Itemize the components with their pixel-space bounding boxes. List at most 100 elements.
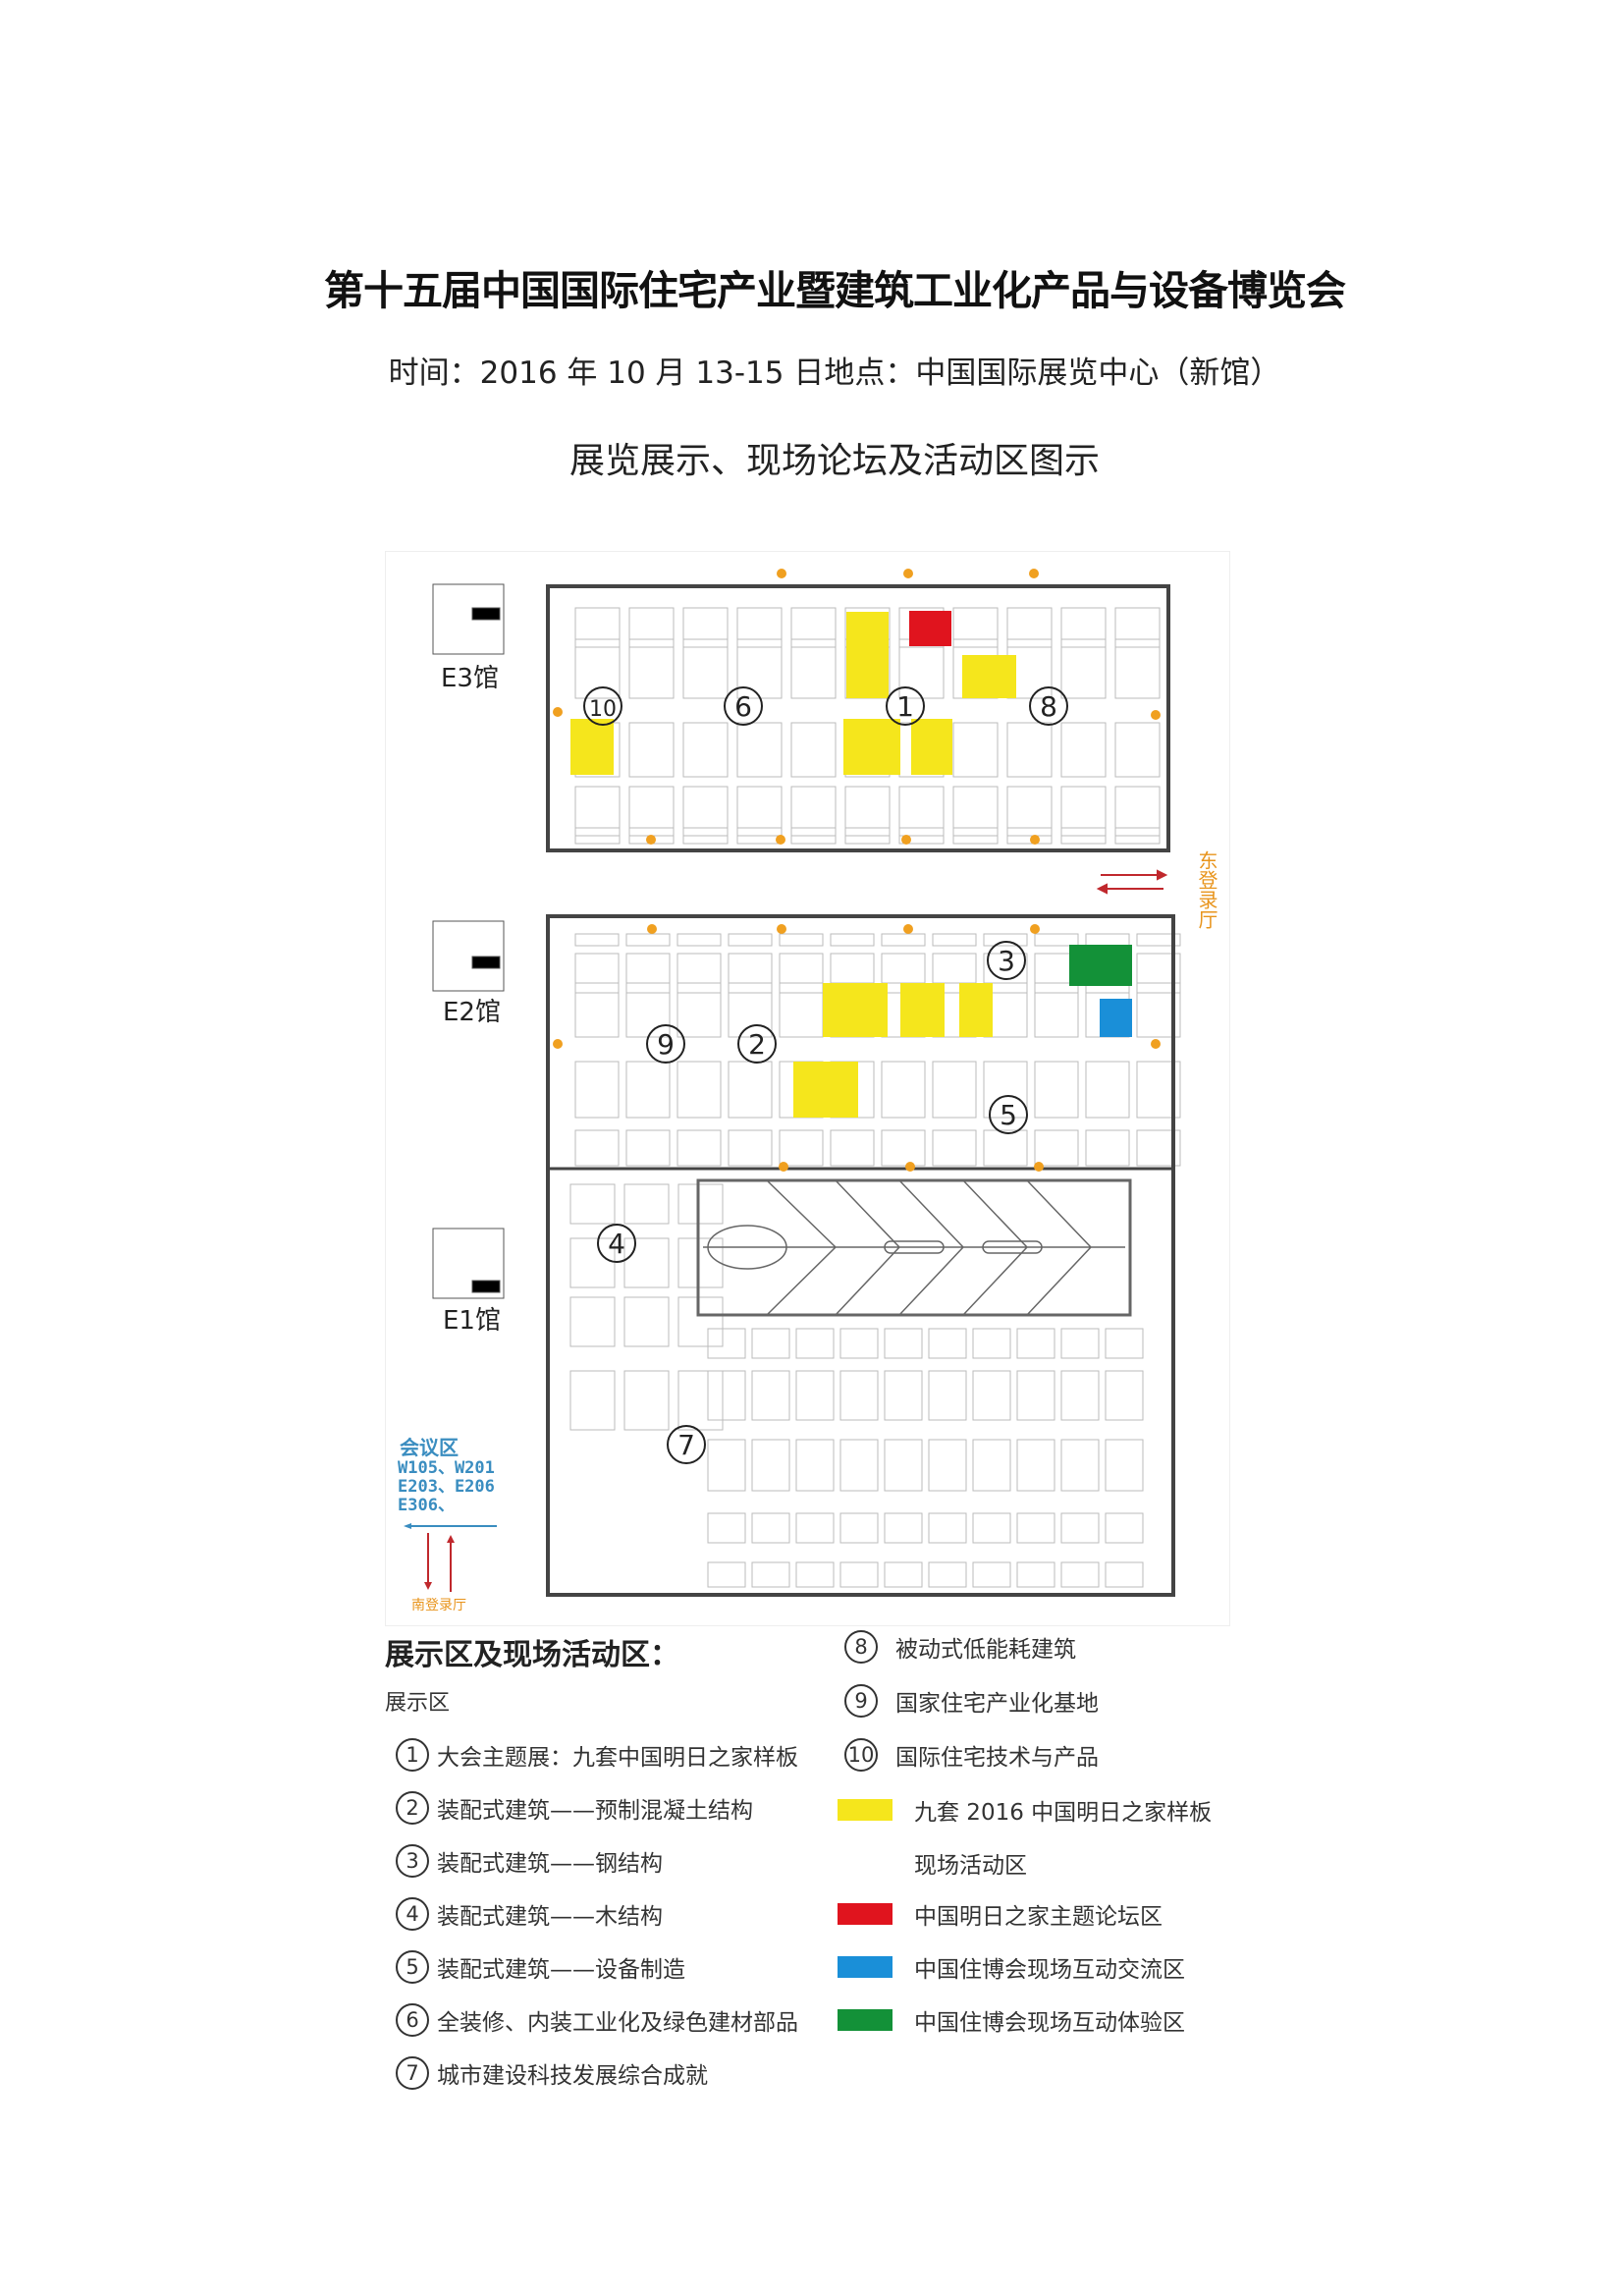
booth (779, 953, 824, 994)
booth (736, 786, 783, 837)
south-lobby-arrows (404, 1523, 497, 1592)
booth (1016, 1512, 1055, 1544)
yellow-zone (959, 983, 993, 1037)
booth (677, 1370, 724, 1431)
booth (574, 827, 621, 845)
zone-2-marker: 2 (748, 1028, 766, 1061)
entrance-marker-icon (646, 835, 656, 845)
color-swatch (838, 1956, 893, 1978)
hall-key-e1 (432, 1228, 505, 1299)
entrance-marker-icon (647, 924, 657, 934)
booth (983, 953, 1028, 994)
booth (676, 1061, 722, 1119)
booth (1114, 722, 1161, 778)
zone-7-marker: 7 (677, 1429, 695, 1461)
booth (795, 1512, 835, 1544)
booth (574, 1129, 620, 1167)
color-swatch (838, 1799, 893, 1821)
zone-label: 大会主题展：九套中国明日之家样板 (437, 1745, 798, 1771)
booth (779, 933, 824, 947)
meeting-rooms-2: E203、E206 (398, 1477, 495, 1497)
booth (623, 1183, 670, 1225)
booth (1034, 1061, 1079, 1119)
legend-color-item: 现场活动区 (838, 1846, 1027, 1880)
zone-number-badge: 7 (396, 2056, 429, 2090)
booth (569, 1370, 616, 1431)
booth (928, 1370, 967, 1421)
zone-10-circle (583, 686, 622, 726)
booth (682, 638, 729, 699)
booth (898, 786, 945, 837)
zone-3-marker: 3 (998, 945, 1015, 977)
booth (952, 722, 999, 778)
entrance-marker-icon (1151, 710, 1161, 720)
zone-label: 装配式建筑——设备制造 (437, 1957, 685, 1983)
booth (736, 638, 783, 699)
booth (1060, 638, 1107, 699)
booth (1060, 827, 1107, 845)
yellow-zone (793, 1062, 858, 1118)
zone-1-marker: 1 (896, 690, 914, 723)
blue-exchange-zone (1100, 999, 1132, 1037)
yellow-zone (846, 612, 889, 698)
zone-number-badge: 1 (396, 1738, 429, 1772)
zone-6-marker: 6 (734, 690, 752, 723)
booth (1105, 1328, 1144, 1359)
booth (676, 982, 722, 1038)
booth (1016, 1439, 1055, 1492)
color-label: 中国住博会现场互动体验区 (914, 2010, 1185, 2036)
booth (881, 933, 926, 947)
booth (790, 786, 837, 837)
zone-1-circle (886, 686, 925, 726)
booth (623, 1296, 670, 1347)
booth (623, 1237, 670, 1288)
booth (707, 1512, 746, 1544)
booth (728, 1061, 773, 1119)
zone-8-marker: 8 (1040, 690, 1057, 723)
entrance-marker-icon (553, 707, 563, 717)
booth (751, 1512, 790, 1544)
page-title: 第十五届中国国际住宅产业暨建筑工业化产品与设备博览会 (324, 267, 1346, 314)
zone-8-circle (1029, 686, 1068, 726)
booth (707, 1439, 746, 1492)
booth (972, 1439, 1011, 1492)
booth (682, 722, 729, 778)
zone-9-marker: 9 (657, 1028, 675, 1061)
booth (1136, 953, 1181, 994)
booth (751, 1328, 790, 1359)
booth (569, 1296, 616, 1347)
entrance-marker-icon (1029, 569, 1039, 578)
booth (952, 827, 999, 845)
booth (844, 827, 891, 845)
booth (1060, 786, 1107, 837)
booth (625, 1061, 671, 1119)
booth (932, 933, 977, 947)
booth (1016, 1561, 1055, 1588)
booth (574, 607, 621, 648)
legend-zone-item: 1 大会主题展：九套中国明日之家样板 (396, 1738, 798, 1772)
booth (707, 1328, 746, 1359)
red-forum-zone (909, 611, 951, 646)
booth (884, 1370, 923, 1421)
booth (1034, 933, 1079, 947)
booth (881, 1129, 926, 1167)
zone-number-badge: 4 (396, 1897, 429, 1931)
zone-label: 装配式建筑——钢结构 (437, 1851, 663, 1877)
booth (1060, 1439, 1100, 1492)
yellow-zone (823, 983, 888, 1037)
zone-4-marker: 4 (608, 1228, 625, 1260)
booth (574, 1061, 620, 1119)
booth (1016, 1328, 1055, 1359)
entrance-marker-icon (901, 835, 911, 845)
booth (676, 933, 722, 947)
booth (839, 1439, 879, 1492)
booth (1114, 827, 1161, 845)
booth (682, 827, 729, 845)
zone-label: 装配式建筑——预制混凝土结构 (437, 1798, 753, 1824)
booth (574, 638, 621, 699)
